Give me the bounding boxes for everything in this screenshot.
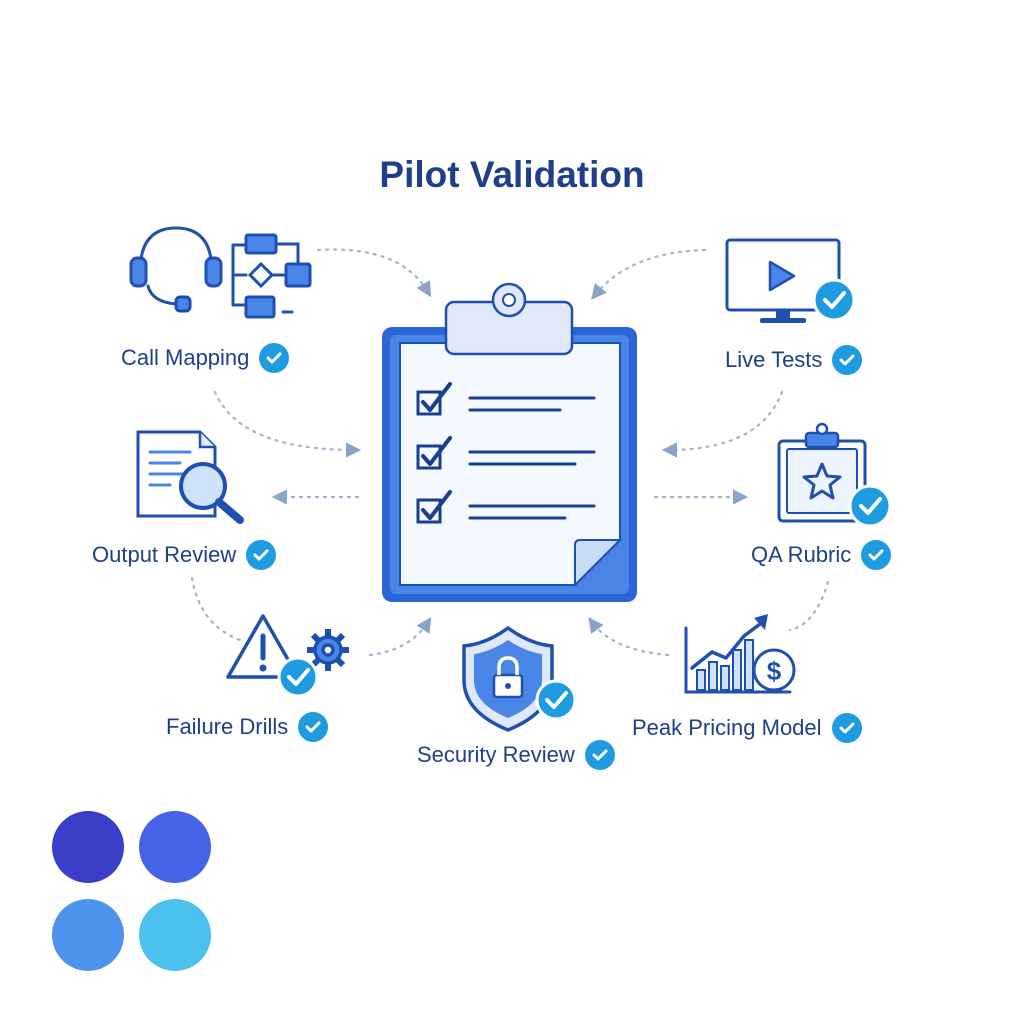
headset-flowchart-icon [129, 226, 312, 319]
peak-pricing-model-label: Peak Pricing Model [632, 715, 822, 740]
failure-drills-label: Failure Drills [166, 714, 289, 739]
svg-text:$: $ [767, 656, 782, 686]
arrow-failure-drills [368, 616, 432, 657]
chart-dollar-icon: $ [684, 614, 796, 694]
check-icon [246, 540, 277, 570]
check-icon [298, 712, 329, 742]
arrow-qa-rubric-lower [788, 580, 830, 632]
check-icon [259, 343, 290, 373]
check-icon [832, 345, 863, 375]
check-icon [584, 740, 615, 770]
arrow-call-mapping [316, 248, 432, 298]
item-security-review: Security Review [417, 740, 615, 770]
item-live-tests: Live Tests [725, 345, 863, 375]
warning-gear-icon [226, 614, 349, 698]
arrow-live-tests-lower [661, 390, 784, 458]
check-icon [831, 713, 862, 743]
clipboard-star-icon [777, 422, 892, 528]
item-output-review: Output Review [92, 540, 277, 570]
arrow-live-tests [591, 248, 707, 300]
item-failure-drills: Failure Drills [166, 712, 329, 742]
qa-rubric-label: QA Rubric [751, 542, 852, 567]
security-review-label: Security Review [417, 742, 575, 767]
document-magnifier-icon [136, 430, 244, 524]
swatch-indigo [52, 811, 124, 883]
swatch-sky-blue [139, 899, 211, 971]
monitor-play-icon [725, 238, 856, 323]
shield-lock-icon [462, 625, 577, 732]
item-peak-pricing-model: Peak Pricing Model [632, 713, 862, 743]
clipboard-checklist-icon [382, 282, 637, 602]
check-icon [861, 540, 892, 570]
call-mapping-label: Call Mapping [121, 345, 250, 370]
swatch-royal-blue [139, 811, 211, 883]
swatch-blue [52, 899, 124, 971]
arrow-output-review-lower [190, 576, 242, 642]
page-title: Pilot Validation [379, 154, 645, 195]
connector-arrows [190, 248, 830, 657]
live-tests-label: Live Tests [725, 347, 823, 372]
item-qa-rubric: QA Rubric [751, 540, 892, 570]
arrow-peak-pricing [588, 616, 670, 657]
output-review-label: Output Review [92, 542, 237, 567]
item-call-mapping: Call Mapping [121, 343, 290, 373]
arrow-call-mapping-lower [213, 390, 362, 458]
